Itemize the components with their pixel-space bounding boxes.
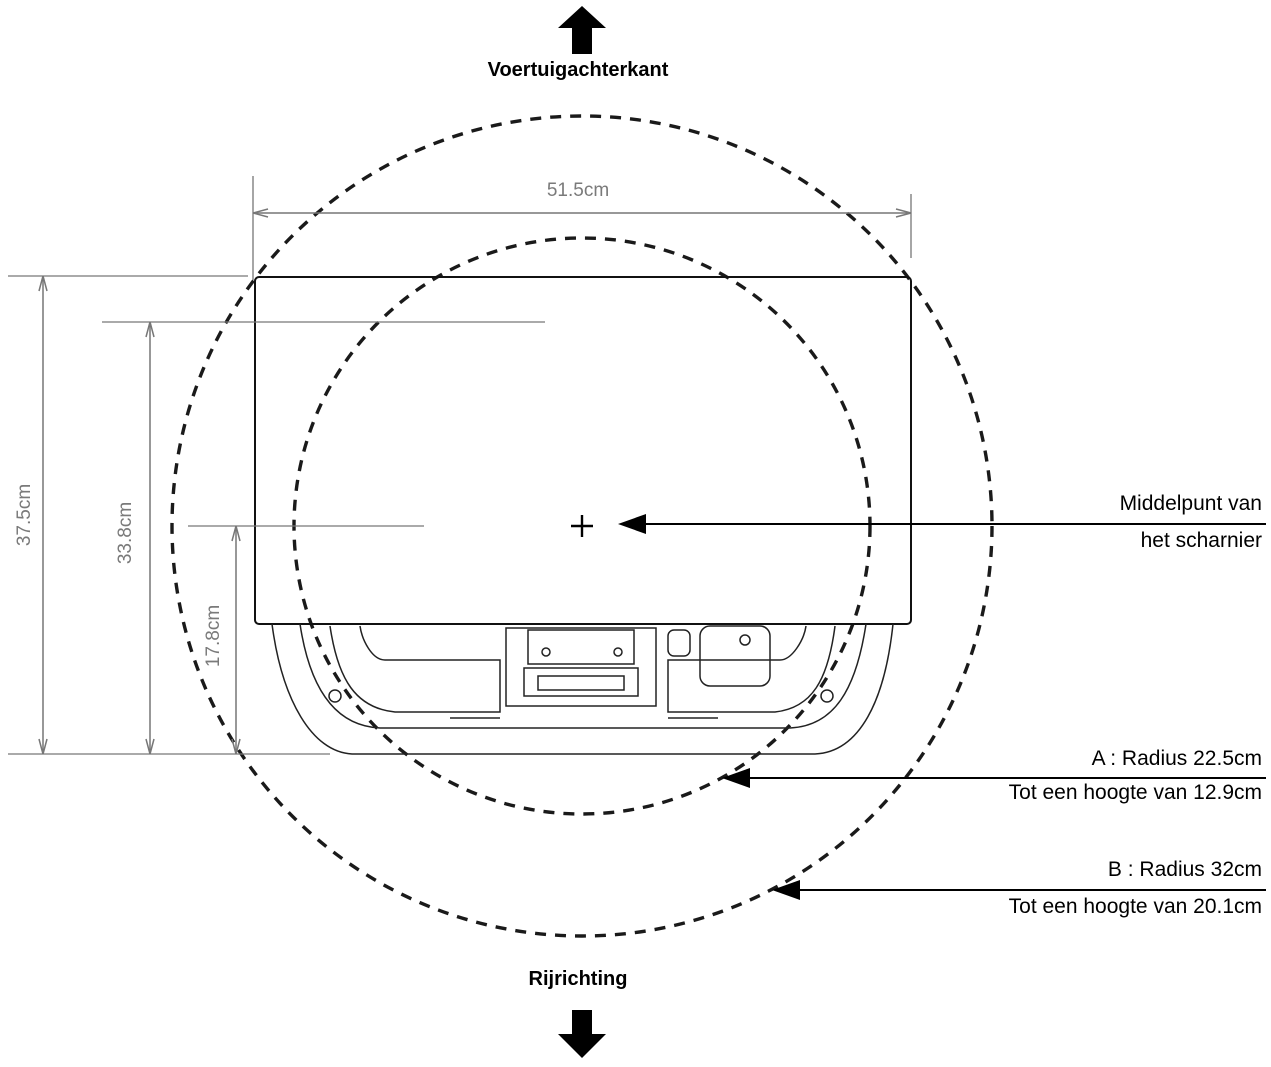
bottom-direction-label: Rijrichting xyxy=(529,968,628,990)
width-dimension-label: 51.5cm xyxy=(547,180,609,201)
radius-a-label: A : Radius 22.5cm xyxy=(1092,747,1262,770)
height-mid-label: 33.8cm xyxy=(115,502,136,564)
hinge-label-line2: het scharnier xyxy=(1141,529,1262,552)
arrow-down-icon xyxy=(558,1010,606,1058)
radius-b-height-label: Tot een hoogte van 20.1cm xyxy=(1009,895,1262,918)
top-direction-label: Voertuigachterkant xyxy=(488,59,669,81)
hinge-label-line1: Middelpunt van xyxy=(1120,492,1262,515)
height-total-dimension xyxy=(8,275,330,755)
radius-b-label: B : Radius 32cm xyxy=(1108,858,1262,881)
unit-body xyxy=(254,276,912,625)
plus-crosshair-icon xyxy=(571,515,593,537)
arrow-up-icon xyxy=(558,6,606,54)
height-hinge-label: 17.8cm xyxy=(203,605,224,667)
radius-a-leader xyxy=(722,768,1266,788)
hinge-leader xyxy=(618,514,1266,534)
width-dimension xyxy=(252,176,912,280)
radius-b-circle xyxy=(170,114,994,938)
radius-b-leader xyxy=(772,880,1266,900)
height-total-label: 37.5cm xyxy=(14,484,35,546)
height-mid-dimension xyxy=(102,321,545,755)
height-hinge-dimension xyxy=(188,525,424,755)
radius-a-height-label: Tot een hoogte van 12.9cm xyxy=(1009,781,1262,804)
base-mechanism xyxy=(271,623,894,755)
